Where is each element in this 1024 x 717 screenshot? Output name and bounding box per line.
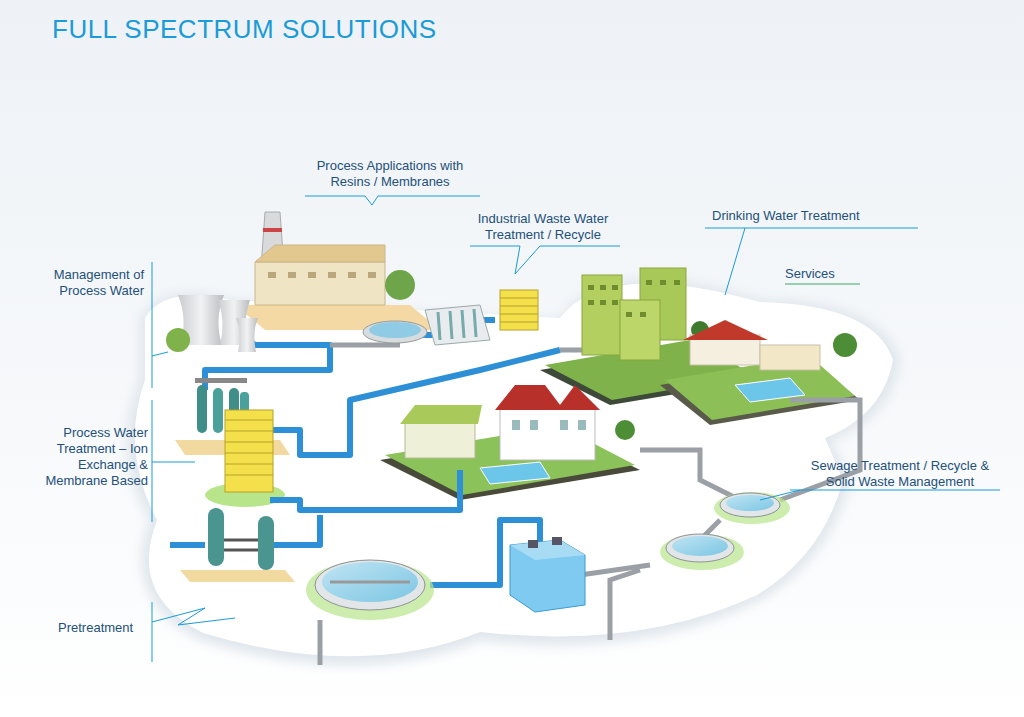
clarifier <box>666 534 734 562</box>
clarifier-water <box>369 322 421 338</box>
leader-line <box>470 246 620 274</box>
factory-windows <box>268 272 376 278</box>
apartment-building <box>620 300 660 360</box>
pool <box>735 378 805 402</box>
callout-label: Process Water Treatment – Ion Exchange &… <box>40 425 148 489</box>
cooling-tower <box>236 318 258 352</box>
leader-line <box>705 228 918 295</box>
pipework <box>224 540 258 550</box>
leader-lines <box>152 196 1000 662</box>
glow <box>714 492 790 524</box>
factory <box>255 262 385 305</box>
membrane-rack <box>425 305 490 345</box>
leader-line <box>152 400 195 522</box>
diagram-title: FULL SPECTRUM SOLUTIONS <box>52 14 437 45</box>
factory-roof <box>255 245 385 262</box>
callout-label: Services <box>785 266 875 282</box>
callout-label: Sewage Treatment / Recycle & Solid Waste… <box>800 458 1000 490</box>
clarifier <box>720 493 780 517</box>
apartment-building <box>582 275 622 355</box>
red-roof <box>495 385 600 410</box>
membrane-skid-lines <box>225 420 273 475</box>
clarifier <box>363 321 427 343</box>
townhouse <box>405 420 475 458</box>
ro-rack <box>500 290 538 330</box>
frame <box>195 378 247 383</box>
resort-building <box>760 345 820 370</box>
green-roof <box>400 405 482 424</box>
clarifier <box>315 560 425 610</box>
pressure-vessel <box>258 516 274 570</box>
leader-line <box>152 602 235 662</box>
villa <box>500 405 595 460</box>
tree <box>385 270 415 300</box>
pipe <box>610 570 640 640</box>
platform <box>180 570 295 582</box>
tree <box>615 420 635 440</box>
ro-rack-lines <box>500 298 538 322</box>
callout-label: Management of Process Water <box>42 267 144 299</box>
pool <box>480 462 550 484</box>
reservoir-vent <box>552 537 562 545</box>
ground-shadow <box>127 279 900 665</box>
pipe <box>330 345 600 350</box>
column <box>197 385 207 433</box>
callout-label: Industrial Waste Water Treatment / Recyc… <box>458 211 628 243</box>
tree <box>833 333 857 357</box>
bridge <box>330 581 410 584</box>
reservoir-top <box>510 540 585 560</box>
column <box>213 388 223 433</box>
reservoir <box>510 540 585 612</box>
leader-line <box>760 490 1000 500</box>
tree <box>166 328 190 352</box>
callout-label: Drinking Water Treatment <box>712 208 912 224</box>
leader-line <box>305 196 480 205</box>
callout-label: Process Applications with Resins / Membr… <box>300 158 480 190</box>
sewage-pipes <box>320 345 860 665</box>
chimney-band <box>263 228 282 232</box>
pressure-vessel <box>208 508 224 566</box>
windows <box>512 420 586 430</box>
leader-line <box>152 262 168 388</box>
red-roof <box>683 320 768 340</box>
clarifier-water <box>322 562 418 602</box>
callout-label: Pretreatment <box>58 620 168 636</box>
clarifier-water <box>672 536 728 556</box>
pipe <box>640 450 740 500</box>
reservoir-vent <box>528 540 538 548</box>
glow <box>660 534 744 570</box>
clarifier-water <box>726 495 774 511</box>
leader-line <box>785 284 860 285</box>
membrane-skid <box>225 410 273 492</box>
island-ground <box>135 283 893 656</box>
membrane-tubes <box>438 309 476 340</box>
pipe <box>580 565 650 575</box>
pipe <box>270 470 460 510</box>
windows <box>588 280 680 317</box>
pipe <box>318 620 323 665</box>
glow <box>306 560 434 620</box>
